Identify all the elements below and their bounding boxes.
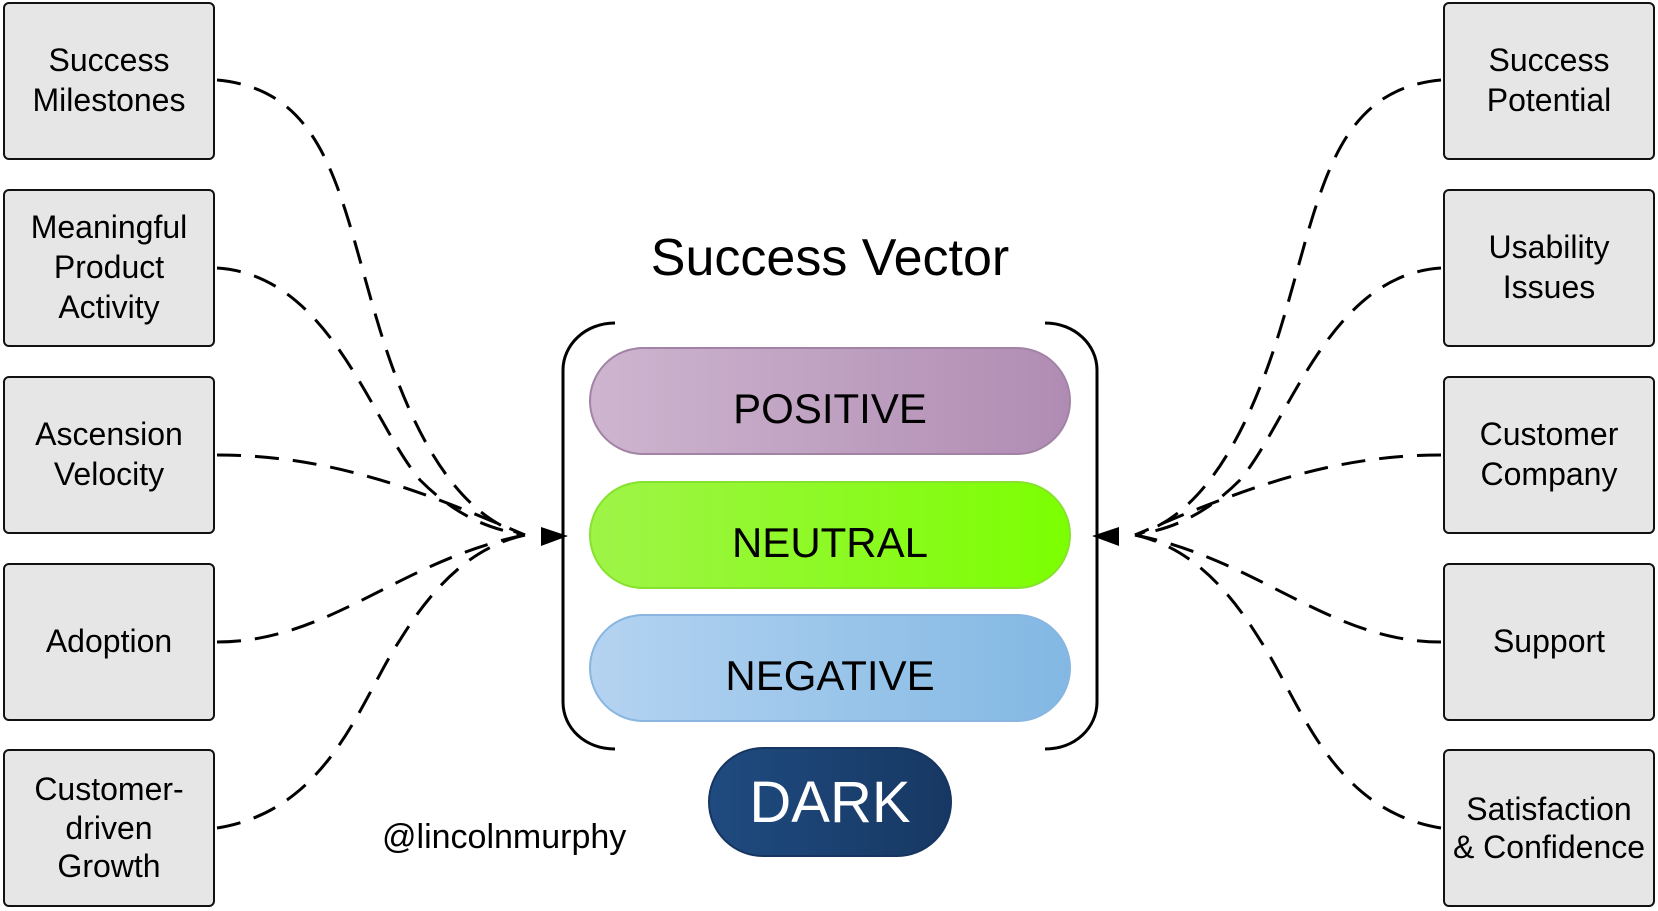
diagram-title: Success Vector [650, 229, 1010, 287]
state-positive-label: POSITIVE [733, 385, 927, 432]
factor-box-customer-company: Customer Company [1443, 376, 1655, 534]
connector-usability-issues [1134, 266, 1442, 537]
factor-box-success-milestones: Success Milestones [3, 2, 215, 160]
state-dark-label: DARK [749, 769, 911, 835]
connector-adoption [216, 533, 526, 644]
connector-customer-company [1134, 453, 1442, 537]
factor-box-ascension-velocity: Ascension Velocity [3, 376, 215, 534]
state-neutral-label: NEUTRAL [731, 519, 929, 566]
author-handle: @lincolnmurphy [382, 818, 627, 856]
connector-ascension-velocity [216, 453, 526, 537]
arrowhead-left [541, 527, 568, 546]
state-dark: DARK [708, 747, 952, 857]
factor-box-support: Support [1443, 563, 1655, 721]
connector-support [1134, 533, 1442, 644]
factor-box-customer-driven-growth: Customer- driven Growth [3, 749, 215, 907]
factor-box-meaningful-product-activity: Meaningful Product Activity [3, 189, 215, 347]
connector-satisfaction-confidence [1134, 533, 1442, 830]
state-negative-label: NEGATIVE [725, 652, 935, 699]
connector-customer-driven-growth [216, 533, 526, 830]
state-negative: NEGATIVE [589, 614, 1071, 722]
state-neutral: NEUTRAL [589, 481, 1071, 589]
connector-meaningful-product-activity [216, 266, 526, 537]
arrowhead-right [1092, 527, 1119, 546]
factor-box-adoption: Adoption [3, 563, 215, 721]
state-positive: POSITIVE [589, 347, 1071, 455]
connector-success-potential [1134, 78, 1442, 537]
connector-success-milestones [216, 78, 526, 537]
factor-box-success-potential: Success Potential [1443, 2, 1655, 160]
factor-box-satisfaction-confidence: Satisfaction & Confidence [1443, 749, 1655, 907]
factor-box-usability-issues: Usability Issues [1443, 189, 1655, 347]
